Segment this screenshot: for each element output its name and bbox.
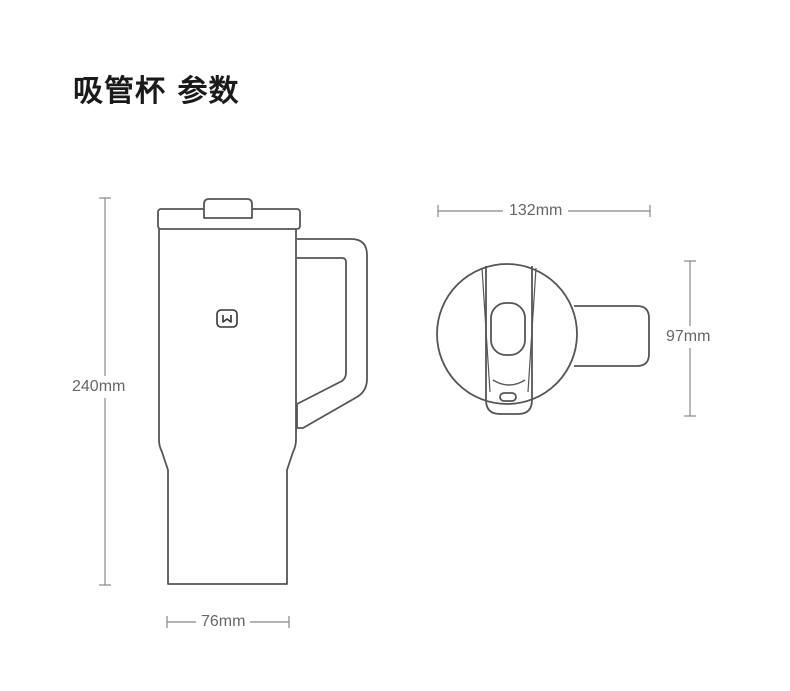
page-title: 吸管杯 参数: [73, 74, 240, 109]
tumbler-side-view: [157, 198, 368, 585]
mijia-logo-icon: [216, 309, 238, 328]
top-length-label: 132mm: [503, 202, 569, 220]
straw-channel: [485, 266, 533, 415]
cup-body: [158, 229, 297, 585]
base-width-label: 76mm: [196, 613, 251, 631]
height-label: 240mm: [72, 376, 126, 398]
tumbler-top-view: [436, 263, 650, 415]
tab-slot: [499, 392, 517, 402]
straw-opening: [490, 302, 526, 356]
dimension-lines: [99, 197, 696, 628]
handle: [296, 238, 368, 429]
straw-cap: [203, 198, 253, 219]
top-handle: [574, 305, 650, 367]
top-width-label: 97mm: [664, 326, 713, 348]
lid-outer-circle: [436, 263, 578, 405]
